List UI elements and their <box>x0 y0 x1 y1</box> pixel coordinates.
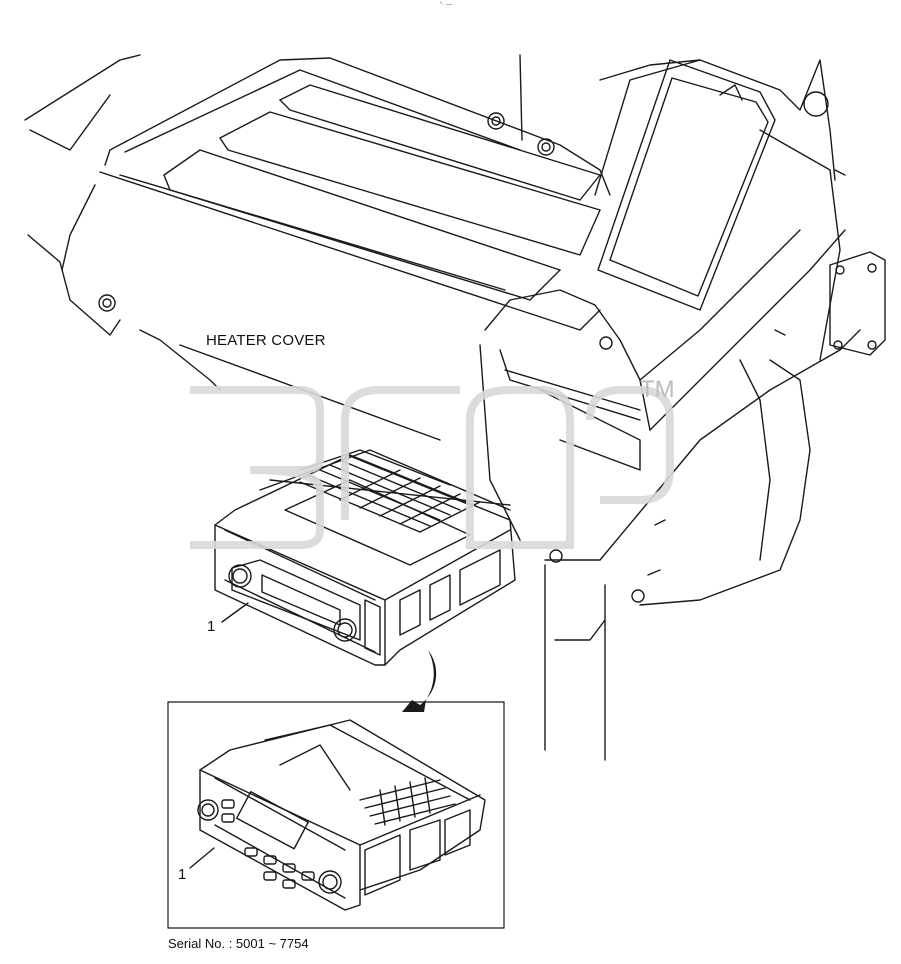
callout-number-inset: 1 <box>178 866 187 883</box>
heater-cover-label: HEATER COVER <box>206 332 326 349</box>
top-mark: °· — <box>440 2 453 8</box>
inset-arrow <box>402 650 437 712</box>
radio-unit-installed <box>214 449 516 666</box>
dashboard-panel <box>24 54 611 441</box>
inset-frame <box>167 701 505 929</box>
pillar-panel <box>479 59 886 761</box>
serial-number-label: Serial No. : 5001 ~ 7754 <box>168 936 309 951</box>
watermark-trademark: TM <box>640 376 675 403</box>
watermark-logo <box>190 386 674 549</box>
callout-number-main: 1 <box>207 618 216 635</box>
radio-unit-inset <box>189 719 486 911</box>
